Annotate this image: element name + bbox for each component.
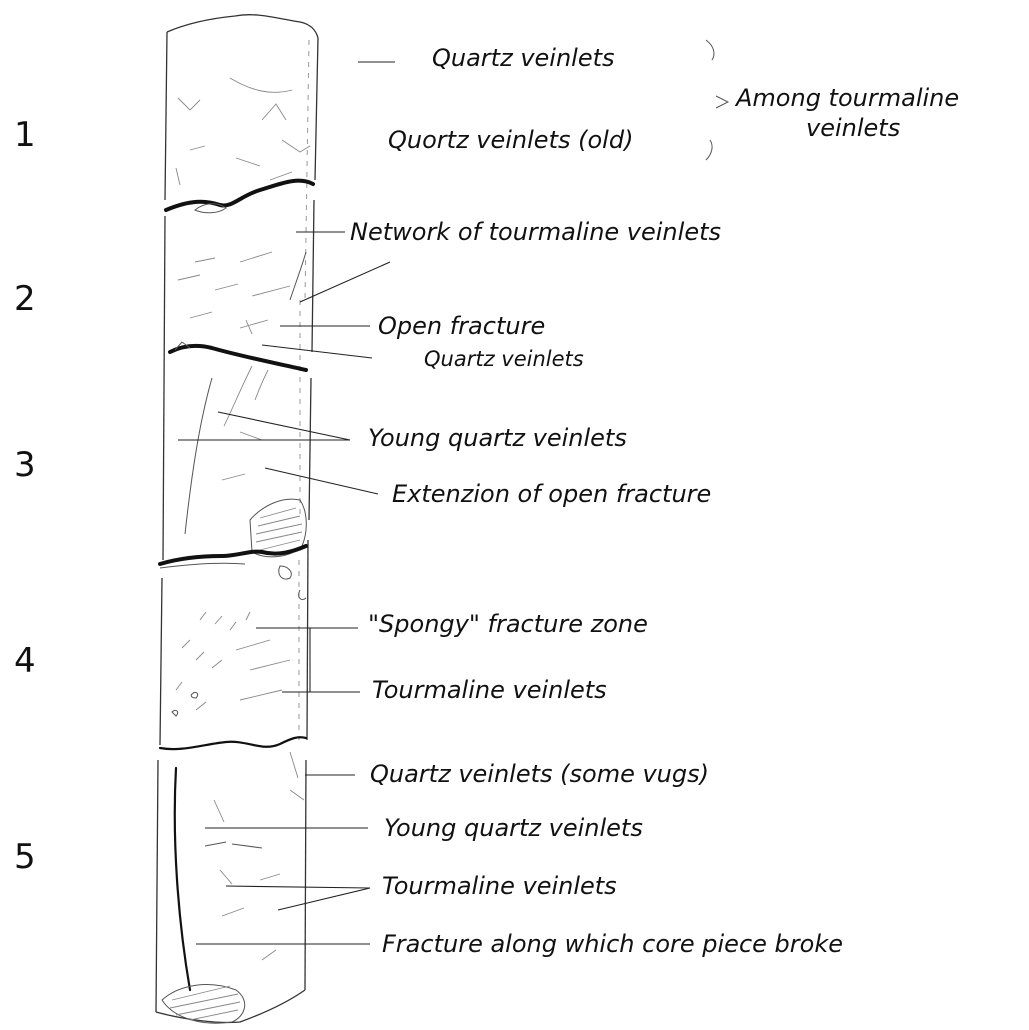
drill-core (156, 15, 318, 1023)
bracket-bottom (706, 140, 712, 160)
leader-young-quartz-a (218, 412, 350, 440)
label-open-fracture: Open fracture (378, 312, 545, 340)
section-4-texture (160, 612, 306, 749)
leader-tourmaline-lower-b (278, 888, 370, 910)
section-number-1: 1 (14, 115, 36, 155)
label-tourmaline-veinlets-lower: Tourmaline veinlets (382, 872, 617, 900)
label-among-tourmaline-2: veinlets (806, 114, 900, 142)
section-5-texture (162, 752, 304, 1023)
label-quartz-veinlets-vugs: Quartz veinlets (some vugs) (370, 760, 709, 788)
label-quartz-veinlets-top: Quartz veinlets (432, 44, 615, 72)
leader-extension (265, 468, 378, 494)
label-young-quartz-lower: Young quartz veinlets (384, 814, 643, 842)
leader-tourmaline-lower-a (226, 886, 370, 888)
label-quartz-veinlets-old: Quortz veinlets (old) (388, 126, 633, 154)
bracket-arrow (716, 96, 728, 108)
label-tourmaline-veinlets-upper: Tourmaline veinlets (372, 676, 607, 704)
label-network-tourmaline: Network of tourmaline veinlets (350, 218, 721, 246)
section-numbers: 1 2 3 4 5 (14, 115, 36, 877)
label-young-quartz-upper: Young quartz veinlets (368, 424, 627, 452)
label-quartz-veinlets-mid: Quartz veinlets (424, 347, 584, 371)
bracket-top (706, 40, 714, 60)
section-3-texture (160, 366, 306, 600)
label-fracture-core-broke: Fracture along which core piece broke (382, 930, 843, 958)
label-extension-open-fracture: Extenzion of open fracture (392, 480, 711, 508)
annotation-labels: Quartz veinlets Quortz veinlets (old) Am… (350, 44, 959, 958)
label-among-tourmaline-1: Among tourmaline (734, 84, 959, 112)
label-spongy-zone: "Spongy" fracture zone (368, 610, 648, 638)
section-number-4: 4 (14, 641, 36, 681)
section-number-5: 5 (14, 837, 36, 877)
section-1-texture (166, 78, 313, 213)
leader-lines (178, 62, 395, 944)
leader-quartz-veinlets-mid (262, 345, 372, 358)
section-number-3: 3 (14, 445, 36, 485)
section-number-2: 2 (14, 279, 36, 319)
section-2-texture (170, 252, 306, 370)
